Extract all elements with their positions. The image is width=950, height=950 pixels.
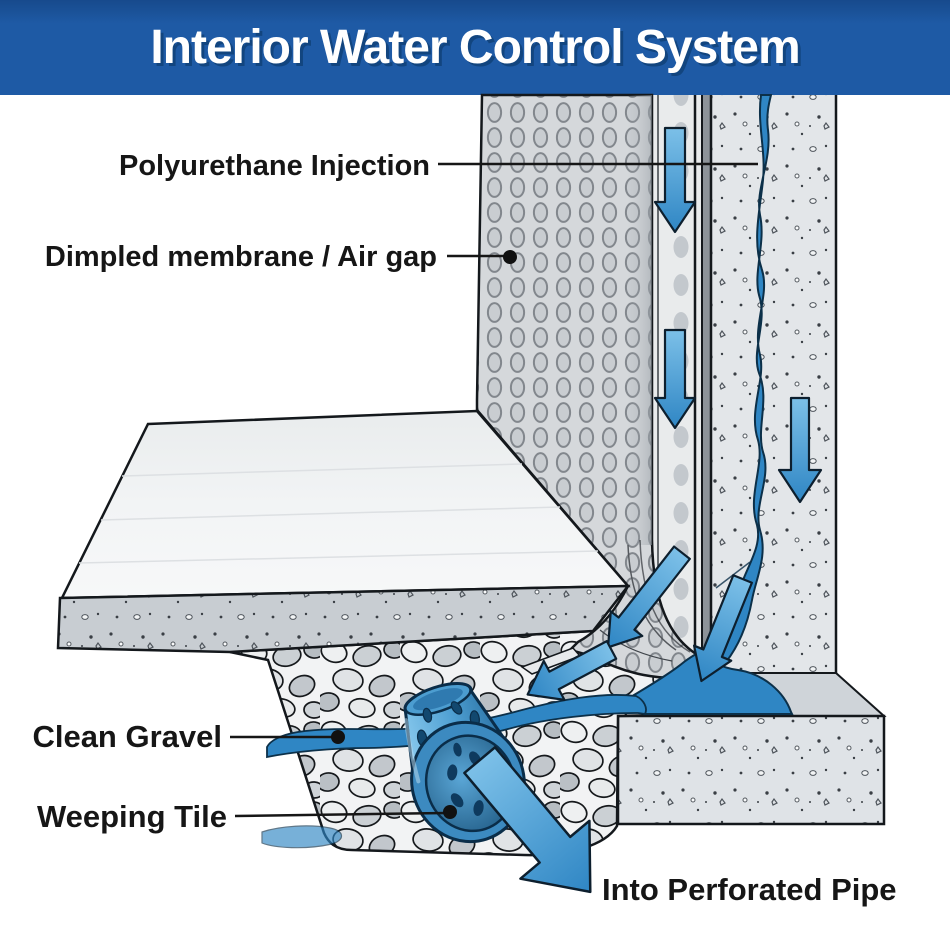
leader-weeping bbox=[234, 811, 447, 818]
callout-leaders bbox=[230, 162, 758, 818]
callout-labels: Polyurethane Injection Dimpled membrane … bbox=[32, 150, 896, 907]
dot-gravel bbox=[331, 730, 345, 744]
into-pipe-arrow bbox=[463, 746, 592, 894]
banner-background bbox=[0, 0, 950, 95]
water-flow-arrows bbox=[463, 126, 823, 894]
air-gap-arrow-1 bbox=[653, 126, 697, 234]
page-title-shadow: Interior Water Control System bbox=[153, 24, 802, 77]
wall-seepage-arrow bbox=[777, 396, 823, 504]
label-clean-gravel: Clean Gravel bbox=[32, 719, 222, 754]
title-banner: Interior Water Control System Interior W… bbox=[0, 0, 950, 95]
label-polyurethane-injection: Polyurethane Injection bbox=[119, 150, 430, 182]
membrane-shading bbox=[628, 95, 652, 545]
floor-slab bbox=[56, 409, 631, 654]
label-weeping-tile: Weeping Tile bbox=[37, 799, 227, 834]
slab-front-edge bbox=[56, 584, 631, 654]
dimpled-membrane-wall bbox=[475, 93, 705, 680]
label-dimpled-membrane-air-gap: Dimpled membrane / Air gap bbox=[45, 241, 437, 273]
dot-membrane bbox=[503, 250, 517, 264]
dot-weeping bbox=[443, 805, 457, 819]
air-gap-arrow-3 bbox=[606, 545, 691, 649]
callout-dots bbox=[331, 250, 517, 819]
water-splash bbox=[261, 825, 343, 849]
label-into-perforated-pipe: Into Perforated Pipe bbox=[602, 872, 897, 907]
gravel-flow-arrow bbox=[526, 640, 618, 701]
page-title: Interior Water Control System bbox=[150, 21, 799, 74]
wall-crack-water bbox=[710, 94, 773, 664]
footing-front-face bbox=[616, 714, 886, 826]
air-gap-arrow-2 bbox=[653, 328, 697, 430]
crack-bottom-arrow bbox=[692, 574, 753, 683]
